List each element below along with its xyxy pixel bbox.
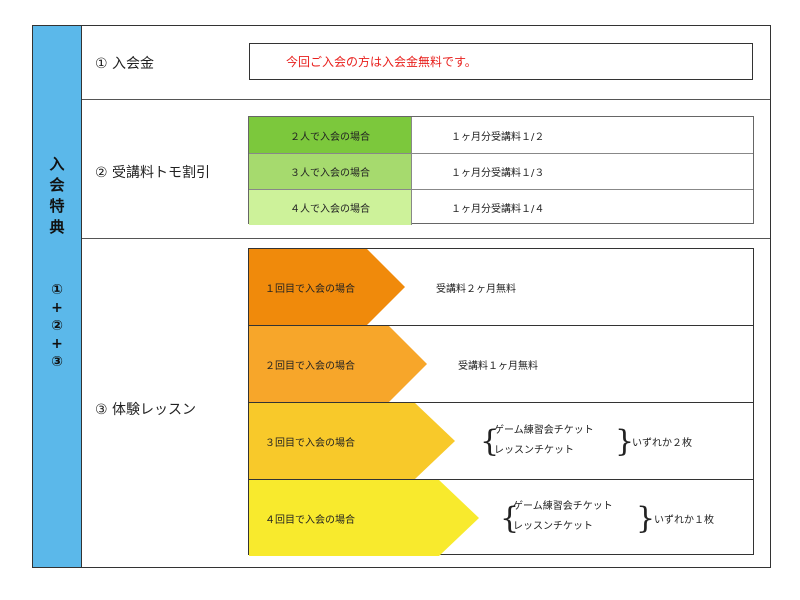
sub-char: ②: [51, 318, 63, 334]
title-char: 典: [49, 218, 65, 236]
discount-condition: ４人で入会の場合: [249, 190, 412, 225]
discount-row: ２人で入会の場合 １ヶ月分受講料１/２: [249, 117, 753, 153]
group-discount-table: ２人で入会の場合 １ヶ月分受講料１/２ ３人で入会の場合 １ヶ月分受講料１/３ …: [248, 116, 754, 225]
discount-benefit: １ヶ月分受講料１/３: [451, 168, 545, 179]
ticket-count: いずれか２枚: [632, 437, 692, 449]
trial-benefit: 受講料１ヶ月無料: [458, 360, 538, 372]
sub-char: ③: [51, 354, 63, 370]
discount-benefit: １ヶ月分受講料１/４: [451, 204, 545, 215]
trial-condition: ２回目で入会の場合: [265, 360, 355, 372]
ticket-count: いずれか１枚: [654, 514, 714, 526]
title-char: 入: [49, 155, 65, 173]
trial-row: ３回目で入会の場合 { ゲーム練習会チケット レッスンチケット } いずれか２枚: [249, 402, 753, 479]
benefits-table: 入 会 特 典 ① + ② + ③ ① 入会金 今回ご入会の方は入会金無料です。…: [32, 25, 771, 568]
trial-condition: ４回目で入会の場合: [265, 514, 355, 526]
section1-label: ① 入会金: [95, 56, 155, 72]
sub-char: +: [51, 336, 63, 352]
discount-row: ３人で入会の場合 １ヶ月分受講料１/３: [249, 153, 753, 189]
sidebar-header: 入 会 特 典 ① + ② + ③: [33, 26, 82, 567]
title-char: 会: [49, 176, 65, 194]
ticket-option: ゲーム練習会チケット: [513, 501, 613, 512]
discount-condition: ３人で入会の場合: [249, 154, 412, 189]
fee-notice-box: 今回ご入会の方は入会金無料です。: [249, 43, 753, 80]
trial-row: ２回目で入会の場合 受講料１ヶ月無料: [249, 325, 753, 402]
discount-condition: ２人で入会の場合: [249, 117, 412, 153]
ticket-option: レッスンチケット: [494, 445, 574, 456]
sub-char: +: [51, 300, 63, 316]
section2-label: ② 受講料トモ割引: [95, 165, 211, 181]
close-brace: }: [615, 423, 635, 459]
open-brace: {: [500, 500, 520, 536]
trial-row: ４回目で入会の場合 { ゲーム練習会チケット レッスンチケット } いずれか１枚: [249, 479, 753, 556]
ticket-option: レッスンチケット: [513, 521, 593, 532]
open-brace: {: [480, 423, 500, 459]
discount-row: ４人で入会の場合 １ヶ月分受講料１/４: [249, 189, 753, 225]
ticket-list: ゲーム練習会チケット レッスンチケット: [494, 421, 594, 461]
ticket-list: ゲーム練習会チケット レッスンチケット: [513, 497, 613, 537]
trial-benefit: 受講料２ヶ月無料: [436, 284, 516, 295]
title-char: 特: [49, 197, 65, 215]
discount-benefit: １ヶ月分受講料１/２: [451, 131, 545, 143]
ticket-option: ゲーム練習会チケット: [494, 425, 594, 436]
vertical-subtitle: ① + ② + ③: [33, 281, 81, 371]
divider: [82, 238, 770, 239]
trial-row: １回目で入会の場合 受講料２ヶ月無料: [249, 249, 753, 326]
fee-notice-text: 今回ご入会の方は入会金無料です。: [286, 55, 477, 69]
vertical-title: 入 会 特 典: [33, 154, 81, 238]
divider: [82, 99, 770, 100]
section3-label: ③ 体験レッスン: [95, 402, 197, 418]
trial-condition: １回目で入会の場合: [265, 284, 355, 295]
close-brace: }: [636, 500, 656, 536]
trial-lesson-table: １回目で入会の場合 受講料２ヶ月無料 ２回目で入会の場合 受講料１ヶ月無料 ３回…: [248, 248, 754, 556]
sub-char: ①: [51, 282, 63, 298]
trial-condition: ３回目で入会の場合: [265, 437, 355, 449]
